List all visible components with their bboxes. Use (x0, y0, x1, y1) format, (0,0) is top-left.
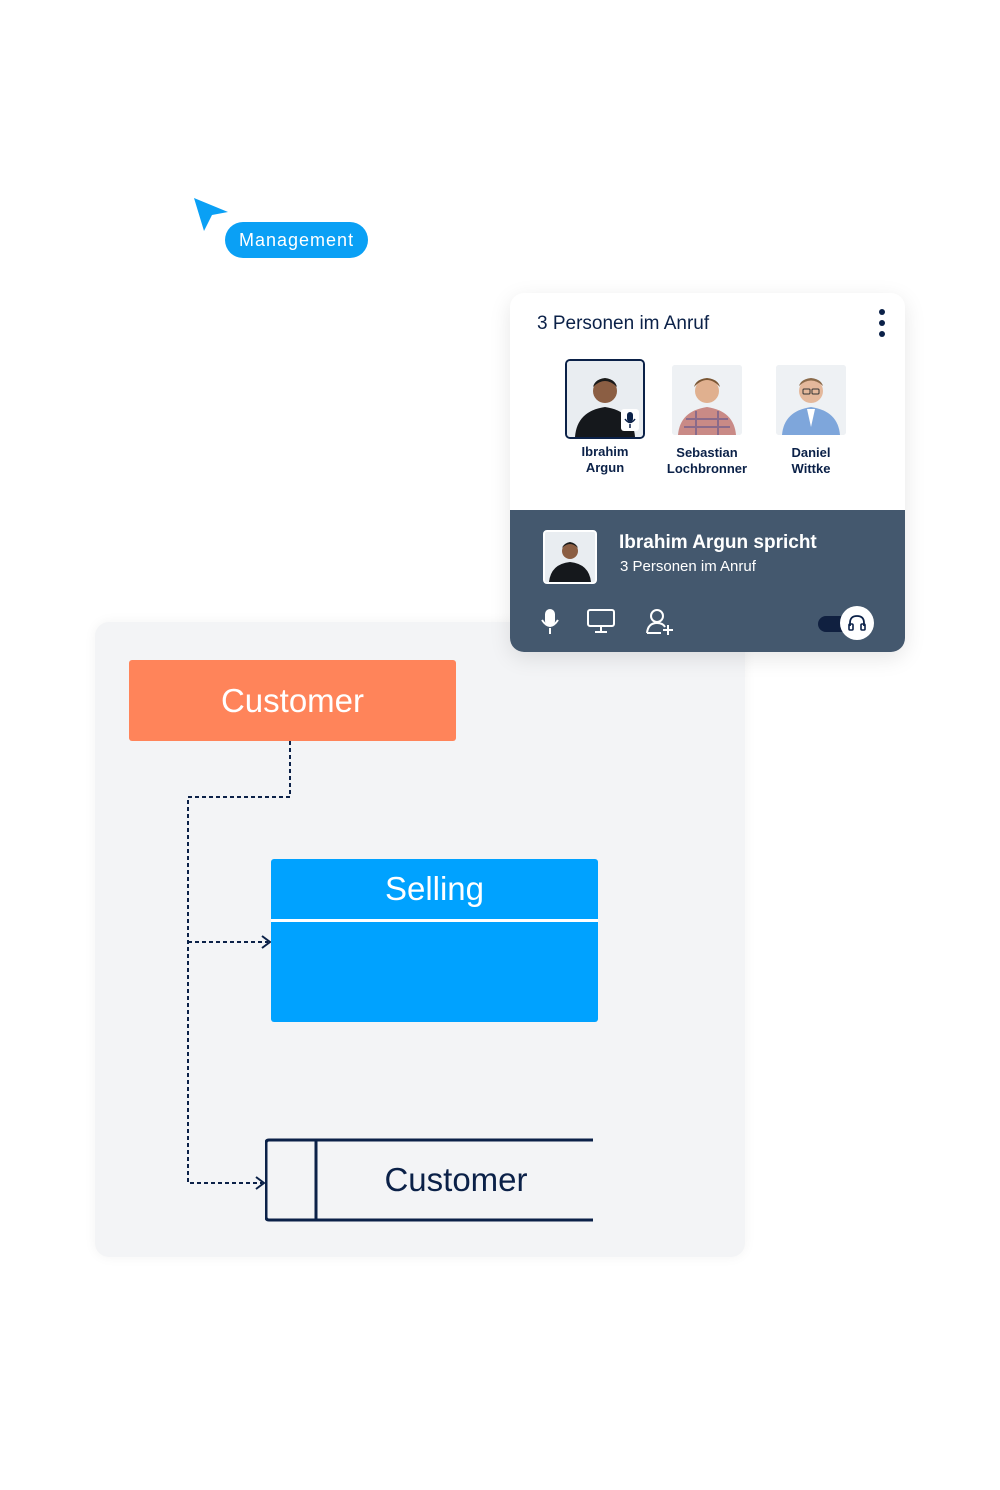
selling-process-node[interactable]: Selling (271, 859, 598, 1022)
audio-toggle[interactable] (818, 606, 874, 640)
monitor-icon[interactable] (586, 608, 616, 634)
participant-first-name: Sebastian (652, 445, 762, 461)
speaker-status: Ibrahim Argun spricht (619, 532, 817, 554)
speaking-mic-icon (621, 409, 639, 431)
call-title: 3 Personen im Anruf (537, 313, 709, 335)
participant-first-name: Ibrahim (550, 444, 660, 460)
microphone-icon[interactable] (540, 608, 560, 636)
speaker-subtitle: 3 Personen im Anruf (620, 558, 756, 575)
customer-entity-node[interactable]: Customer (129, 660, 456, 741)
avatar (565, 359, 645, 439)
active-speaker-bar: Ibrahim Argun spricht 3 Personen im Anru… (510, 510, 905, 652)
participant-last-name: Lochbronner (652, 461, 762, 477)
avatar (776, 365, 846, 435)
participant-daniel[interactable]: Daniel Wittke (756, 365, 866, 477)
selling-node-title: Selling (271, 859, 598, 922)
participant-ibrahim[interactable]: Ibrahim Argun (550, 359, 660, 476)
participant-last-name: Wittke (756, 461, 866, 477)
customer-datastore-node[interactable]: Customer (265, 1138, 595, 1222)
avatar (672, 365, 742, 435)
speaker-avatar (543, 530, 597, 584)
datastore-label: Customer (317, 1138, 595, 1222)
add-user-icon[interactable] (645, 608, 675, 636)
headset-icon (840, 606, 874, 640)
participant-last-name: Argun (550, 460, 660, 476)
participant-sebastian[interactable]: Sebastian Lochbronner (652, 365, 762, 477)
call-widget: 3 Personen im Anruf Ibrahim Argun (510, 293, 905, 652)
more-options-icon[interactable] (877, 309, 887, 343)
participant-first-name: Daniel (756, 445, 866, 461)
